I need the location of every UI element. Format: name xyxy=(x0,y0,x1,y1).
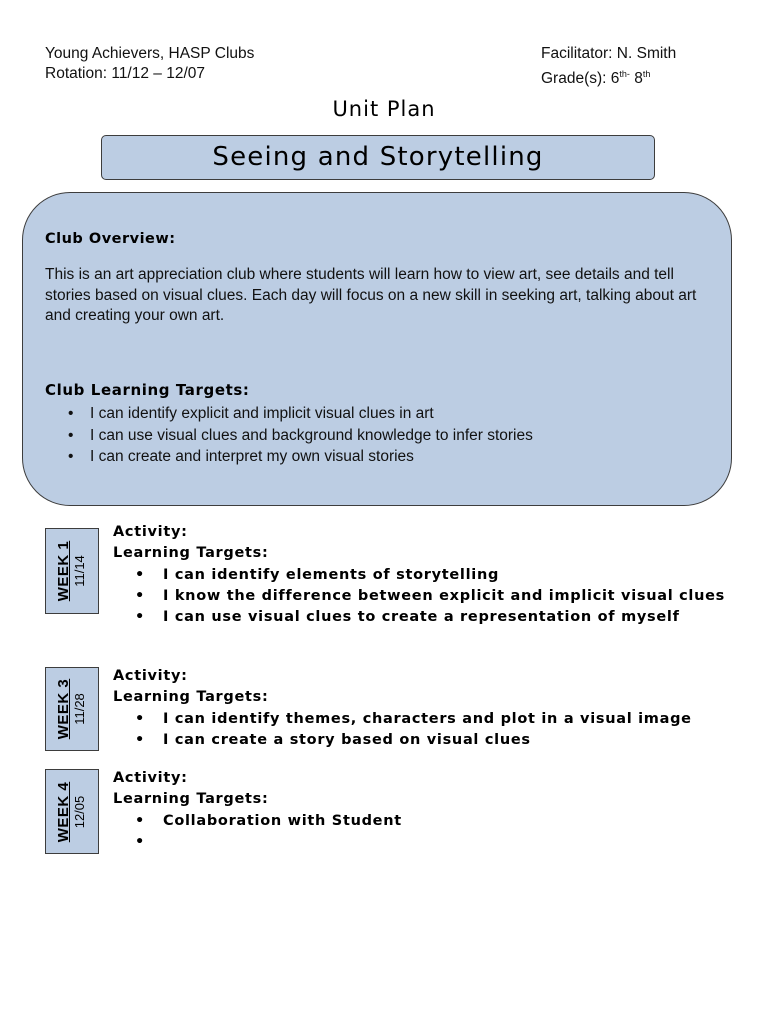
list-item: I can identify elements of storytelling xyxy=(113,565,725,587)
list-item: I know the difference between explicit a… xyxy=(113,586,725,608)
club-name: Young Achievers, HASP Clubs xyxy=(45,45,255,62)
club-targets-heading: Club Learning Targets: xyxy=(45,381,250,399)
unit-title: Seeing and Storytelling xyxy=(101,135,655,180)
week-3-activity: Activity: Learning Targets: I can identi… xyxy=(113,666,692,751)
club-overview-panel: Club Overview: This is an art appreciati… xyxy=(22,192,732,506)
activity-label: Activity: xyxy=(113,524,188,540)
grades: Grade(s): 6th- 8th xyxy=(541,69,651,87)
week-label: WEEK 4 xyxy=(55,781,72,842)
header-right: Facilitator: N. Smith Grade(s): 6th- 8th xyxy=(541,44,676,89)
activity-label: Activity: xyxy=(113,668,188,684)
list-item: I can use visual clues to create a repre… xyxy=(113,607,725,629)
learning-targets-label: Learning Targets: xyxy=(113,689,269,706)
rotation-dates: Rotation: 11/12 – 12/07 xyxy=(45,65,206,82)
list-item: I can create a story based on visual clu… xyxy=(113,730,692,752)
week-1-tag: WEEK 1 11/14 xyxy=(45,528,99,614)
club-targets-list: I can identify explicit and implicit vis… xyxy=(68,403,533,468)
week-label: WEEK 1 xyxy=(55,540,72,602)
overview-text: This is an art appreciation club where s… xyxy=(45,266,697,324)
week-4-tag: WEEK 4 12/05 xyxy=(45,769,99,854)
facilitator: Facilitator: N. Smith xyxy=(541,45,677,62)
week-date: 12/05 xyxy=(72,795,87,828)
week-date: 11/14 xyxy=(72,555,87,587)
week-1-targets: I can identify elements of storytelling … xyxy=(113,565,725,629)
list-item: Collaboration with Student xyxy=(113,811,402,833)
week-3-tag: WEEK 3 11/28 xyxy=(45,667,99,751)
week-label: WEEK 3 xyxy=(55,678,72,740)
week-4-targets: Collaboration with Student xyxy=(113,811,402,854)
overview-heading: Club Overview: xyxy=(45,231,176,247)
activity-label: Activity: xyxy=(113,770,188,786)
header-left: Young Achievers, HASP Clubs Rotation: 11… xyxy=(45,44,254,84)
learning-targets-label: Learning Targets: xyxy=(113,791,269,808)
unit-plan-label: Unit Plan xyxy=(332,97,436,121)
week-4-activity: Activity: Learning Targets: Collaboratio… xyxy=(113,768,402,853)
list-item: I can use visual clues and background kn… xyxy=(68,425,533,447)
list-item xyxy=(113,832,402,853)
learning-targets-label: Learning Targets: xyxy=(113,545,269,562)
list-item: I can identify themes, characters and pl… xyxy=(113,709,692,731)
week-date: 11/28 xyxy=(72,693,87,725)
list-item: I can create and interpret my own visual… xyxy=(68,446,533,468)
week-3-targets: I can identify themes, characters and pl… xyxy=(113,709,692,752)
list-item: I can identify explicit and implicit vis… xyxy=(68,403,533,425)
week-1-activity: Activity: Learning Targets: I can identi… xyxy=(113,522,725,629)
